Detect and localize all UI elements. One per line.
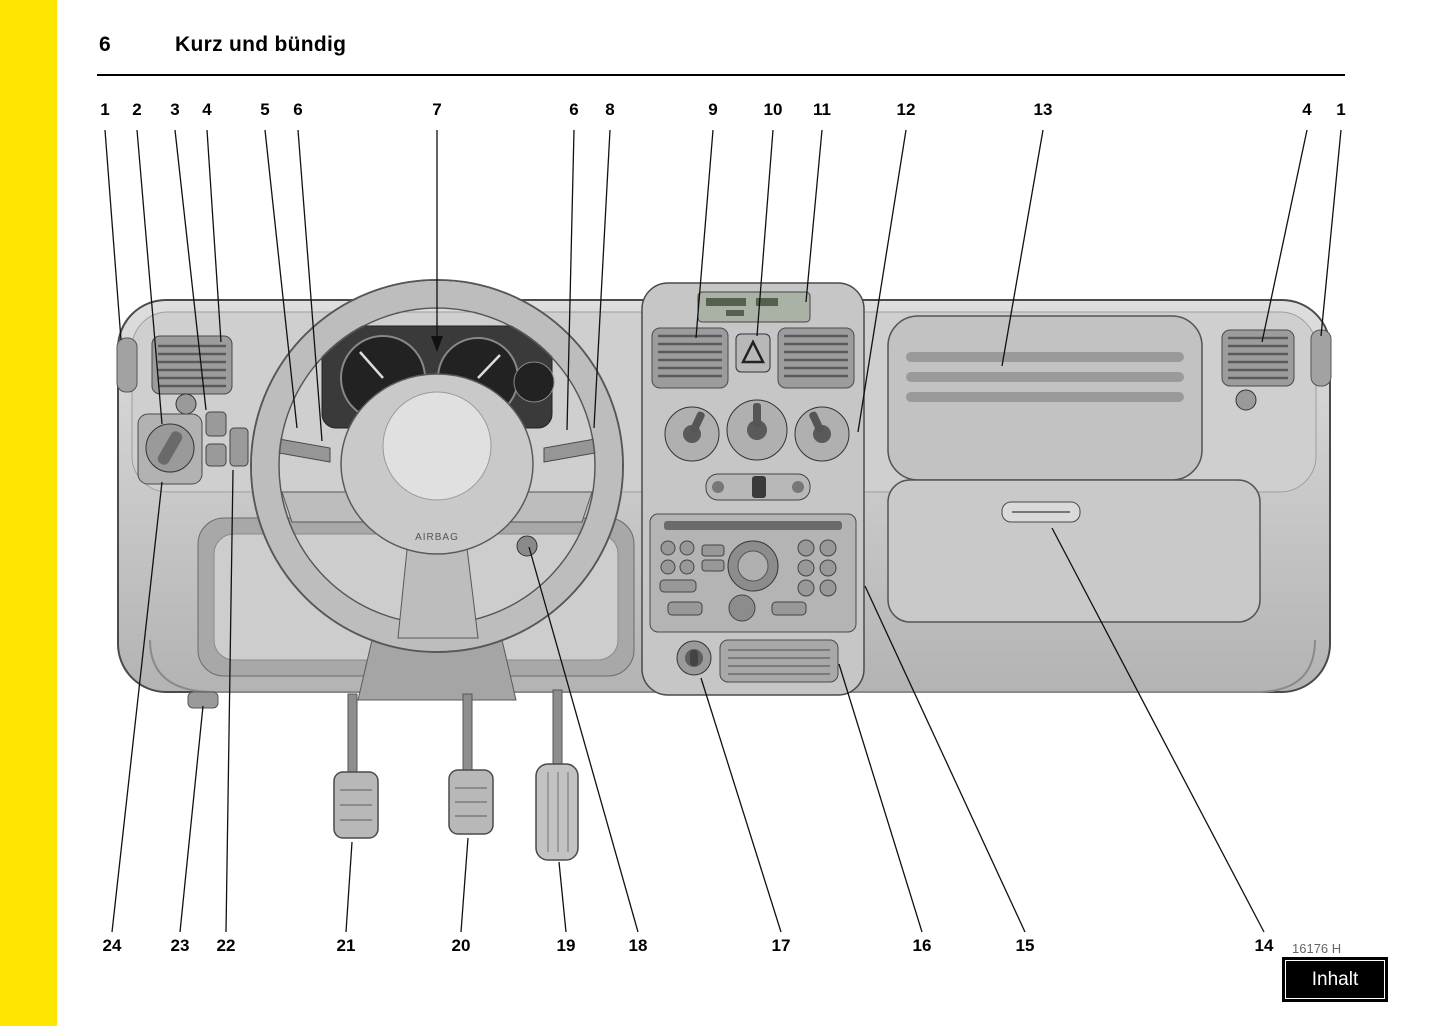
right-end-vent [1310, 329, 1332, 387]
callout-bottom-7: 18 [628, 936, 648, 955]
leader-line-9 [593, 129, 611, 429]
cigarette-lighter [676, 640, 712, 676]
callout-top-15: 4 [1302, 100, 1312, 119]
climate-controls [664, 399, 850, 501]
callout-top-3: 3 [170, 100, 180, 119]
callout-bottom-3: 22 [216, 936, 236, 955]
leader-line-10 [695, 129, 714, 339]
accent-stripe [0, 0, 57, 1026]
callout-top-6: 6 [293, 100, 303, 119]
page-number: 6 [99, 33, 111, 56]
leader-line-14 [1001, 129, 1044, 367]
leader-line-17 [111, 481, 163, 933]
leader-line-2 [136, 129, 163, 425]
leader-line-12 [805, 129, 823, 303]
callout-top-1: 1 [100, 100, 110, 119]
callout-bottom-6: 19 [556, 936, 576, 955]
left-end-vent [116, 337, 138, 393]
leader-line-1 [104, 129, 122, 341]
leader-line-24 [700, 677, 782, 933]
callout-top-8: 6 [569, 100, 579, 119]
leader-line-15 [1261, 129, 1308, 343]
callout-bottom-5: 20 [451, 936, 471, 955]
callout-top-7: 7 [432, 100, 442, 119]
callout-top-14: 13 [1033, 100, 1053, 119]
callout-bottom-11: 14 [1254, 936, 1274, 955]
center-console [641, 282, 865, 696]
leader-line-26 [864, 585, 1026, 933]
cd-slot [664, 521, 842, 530]
callout-7-arrow [431, 336, 443, 352]
leader-line-27 [1051, 527, 1265, 933]
headlight-switch [137, 413, 203, 485]
leader-line-13 [857, 129, 907, 433]
leader-line-8 [566, 129, 575, 431]
callout-top-2: 2 [132, 100, 142, 119]
radio [649, 513, 857, 633]
leader-line-5 [264, 129, 298, 429]
callout-top-4: 4 [202, 100, 212, 119]
brake-pedal [448, 769, 494, 835]
hazard-switch [735, 333, 771, 373]
leader-line-4 [206, 129, 222, 343]
callout-bottom-8: 17 [771, 936, 791, 955]
callout-top-9: 8 [605, 100, 615, 119]
leader-line-20 [345, 841, 353, 933]
glovebox [887, 479, 1261, 623]
leader-line-18 [179, 705, 204, 933]
airbag-label: AIRBAG [415, 532, 459, 543]
leader-line-16 [1320, 129, 1342, 337]
storage-tray [719, 639, 839, 683]
callout-top-5: 5 [260, 100, 270, 119]
figure-code: 16176 H [1292, 941, 1342, 956]
callout-top-13: 12 [896, 100, 916, 119]
steering-wheel: AIRBAG [250, 279, 624, 701]
pedals [333, 689, 579, 861]
info-display [697, 291, 811, 323]
callout-bottom-9: 16 [912, 936, 932, 955]
leader-line-25 [838, 663, 923, 933]
callout-top-10: 9 [708, 100, 718, 119]
leader-line-6 [297, 129, 323, 442]
inhalt-button[interactable]: Inhalt [1282, 957, 1388, 1002]
leader-line-11 [756, 129, 774, 337]
left-dash-knob [175, 393, 197, 415]
callout-bottom-1: 24 [102, 936, 122, 955]
leader-line-19 [225, 469, 234, 933]
center-vent-right [777, 327, 855, 389]
clutch-pedal [333, 771, 379, 839]
fusebox-cover [187, 691, 219, 709]
right-dash-knob [1235, 389, 1257, 411]
ignition-lock [516, 535, 538, 557]
left-vent [151, 335, 233, 395]
callout-bottom-4: 21 [336, 936, 356, 955]
callout-bottom-2: 23 [170, 936, 190, 955]
leader-line-23 [528, 546, 639, 933]
callout-bottom-10: 15 [1015, 936, 1035, 955]
leader-lines [104, 129, 1342, 933]
leader-line-22 [558, 861, 567, 933]
switch-panel [205, 411, 249, 467]
passenger-airbag-panel [887, 315, 1203, 481]
leader-line-21 [460, 837, 469, 933]
callout-top-12: 11 [813, 100, 831, 119]
right-vent [1221, 329, 1295, 387]
callout-top-16: 1 [1336, 100, 1346, 119]
callout-top-11: 10 [763, 100, 783, 119]
header-rule [97, 74, 1345, 76]
center-vent-left [651, 327, 729, 389]
leader-line-3 [174, 129, 207, 411]
accelerator-pedal [535, 763, 579, 861]
page-title: Kurz und bündig [175, 33, 347, 56]
